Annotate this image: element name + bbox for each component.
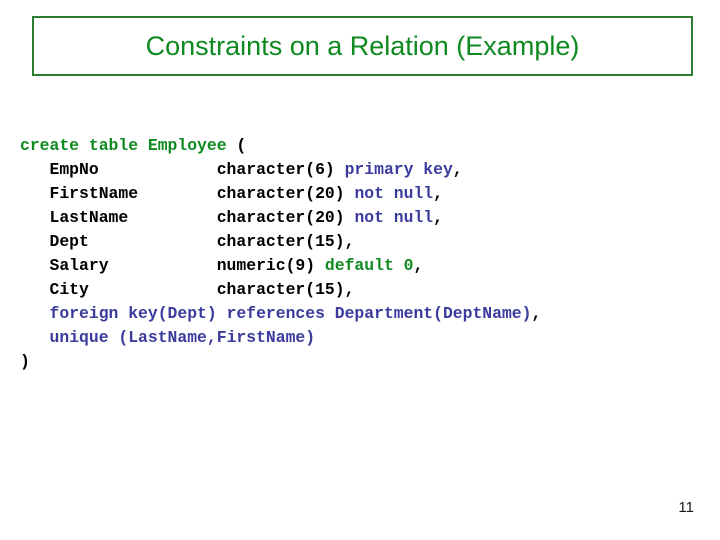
code-token	[20, 328, 50, 347]
code-token: EmpNo character(6)	[20, 160, 345, 179]
line-column-city: City character(15),	[20, 278, 710, 302]
code-token: unique (LastName,FirstName)	[49, 328, 316, 347]
code-token: foreign key(Dept) references Department(…	[49, 304, 532, 323]
code-token: LastName character(20)	[20, 208, 355, 227]
page-title: Constraints on a Relation (Example)	[145, 30, 580, 61]
code-token: City character(15),	[20, 280, 355, 299]
line-column-firstname: FirstName character(20) not null,	[20, 182, 710, 206]
code-token: default 0	[324, 256, 414, 275]
line-column-salary: Salary numeric(9) default 0,	[20, 254, 710, 278]
code-token: not null	[354, 208, 434, 227]
line-create-table: create table Employee (	[20, 134, 710, 158]
code-token: FirstName character(20)	[20, 184, 355, 203]
line-close-paren: )	[20, 350, 710, 374]
line-column-dept: Dept character(15),	[20, 230, 710, 254]
line-foreign-key: foreign key(Dept) references Department(…	[20, 302, 710, 326]
line-unique: unique (LastName,FirstName)	[20, 326, 710, 350]
code-token: create table Employee	[20, 136, 227, 155]
code-token: Salary numeric(9)	[20, 256, 325, 275]
sql-code-block: create table Employee ( EmpNo character(…	[20, 134, 710, 374]
slide-page-number: 11	[678, 499, 694, 516]
code-token: ,	[433, 208, 443, 227]
slide-title-box: Constraints on a Relation (Example)	[32, 16, 693, 76]
line-column-lastname: LastName character(20) not null,	[20, 206, 710, 230]
code-token: ,	[531, 304, 542, 323]
code-token: )	[20, 352, 30, 371]
code-token: (	[226, 136, 247, 155]
code-token	[20, 304, 50, 323]
line-column-empno: EmpNo character(6) primary key,	[20, 158, 710, 182]
code-token: not null	[354, 184, 434, 203]
code-token: ,	[413, 256, 424, 275]
code-token: ,	[452, 160, 463, 179]
code-token: primary key	[344, 160, 453, 179]
code-token: Dept character(15),	[20, 232, 355, 251]
code-token: ,	[433, 184, 443, 203]
